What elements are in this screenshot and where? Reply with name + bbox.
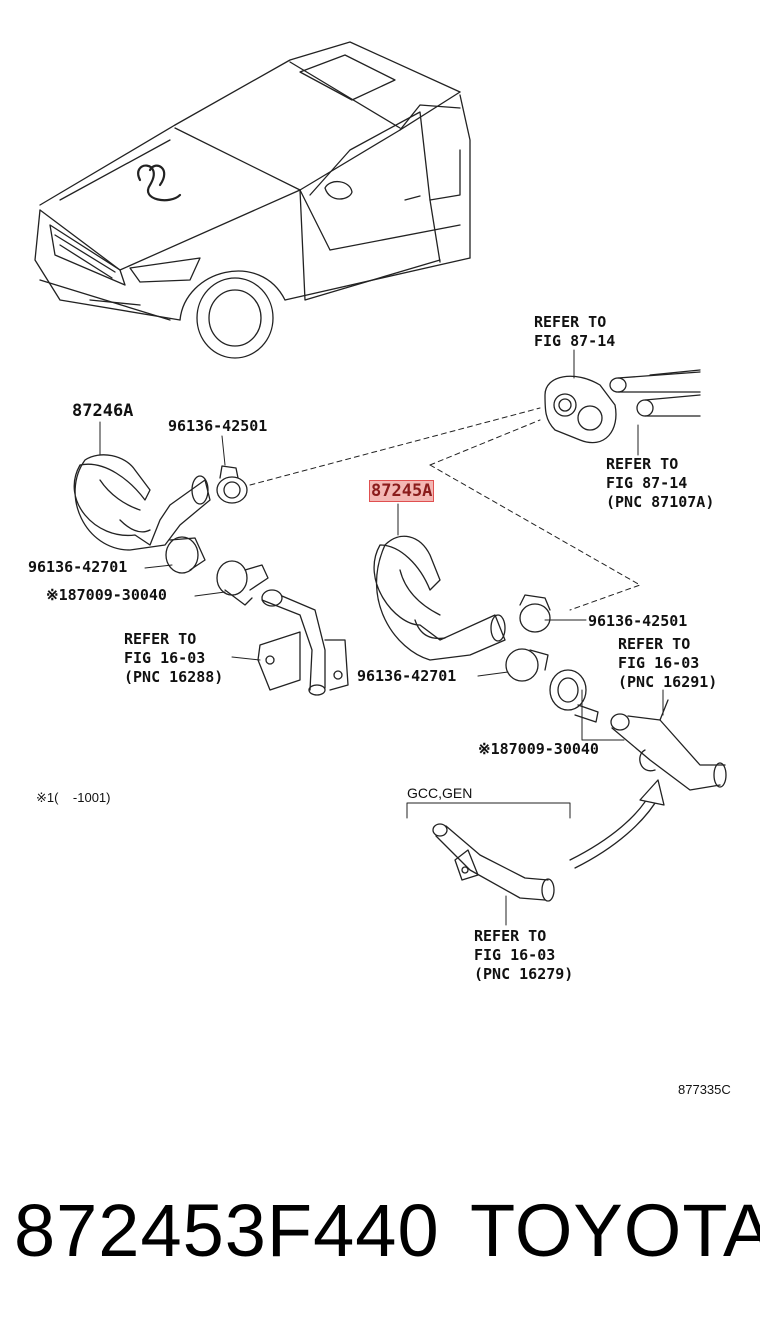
label-87009-30040-right[interactable]: ※187009-30040 xyxy=(478,740,599,758)
label-refer-16291-line1: REFER TO xyxy=(618,635,691,653)
footer-part-number: 872453F440 xyxy=(14,1189,440,1272)
highlight-87245a[interactable]: 87245A xyxy=(369,480,435,502)
parts-diagram xyxy=(34,41,727,926)
hose-87246a xyxy=(73,454,211,551)
label-87246a[interactable]: 87246A xyxy=(72,401,134,421)
label-96136-42701-left[interactable]: 96136-42701 xyxy=(28,558,128,576)
label-refer-16291-line2[interactable]: FIG 16-03 xyxy=(618,654,700,672)
footnote-label: ※1( -1001) xyxy=(36,790,111,805)
clamp-96136-42501-right xyxy=(519,594,551,633)
label-refer-16279-line3: (PNC 16279) xyxy=(474,965,574,983)
grommet-87-14 xyxy=(544,375,617,444)
label-96136-42501-right[interactable]: 96136-42501 xyxy=(588,612,688,630)
routing-lines xyxy=(249,407,641,611)
label-refer-87107a-line3: (PNC 87107A) xyxy=(606,493,715,511)
pipe-16288 xyxy=(257,589,349,696)
leader-lines xyxy=(99,349,664,926)
label-refer-16279-line1: REFER TO xyxy=(474,927,547,945)
label-87245a-highlighted[interactable]: 87245A xyxy=(369,480,435,502)
figure-code: 877335C xyxy=(678,1082,731,1097)
alternate-arrow xyxy=(569,779,665,869)
pipe-16279 xyxy=(432,823,555,902)
pipe-16291 xyxy=(610,699,727,791)
clamp-96136-42701-left xyxy=(165,536,206,574)
clamp-96136-42501-left xyxy=(216,465,248,504)
label-refer-16288-line2[interactable]: FIG 16-03 xyxy=(124,649,206,667)
variant-bracket xyxy=(406,802,571,819)
label-refer-16279-line2[interactable]: FIG 16-03 xyxy=(474,946,556,964)
clamp-96136-42701-right xyxy=(505,648,549,682)
heater-pipes-87107a xyxy=(609,369,701,417)
variant-label: GCC,GEN xyxy=(407,785,473,801)
clip-87009-30040-right xyxy=(549,669,599,723)
label-refer-87-14-top-line2[interactable]: FIG 87-14 xyxy=(534,332,616,350)
label-96136-42501-left[interactable]: 96136-42501 xyxy=(168,417,268,435)
label-87009-30040-left[interactable]: ※187009-30040 xyxy=(46,586,167,604)
footer-brand: TOYOTA xyxy=(470,1189,760,1272)
car-illustration xyxy=(34,41,471,359)
label-refer-87107a-line1: REFER TO xyxy=(606,455,679,473)
label-refer-16288-line3: (PNC 16288) xyxy=(124,668,224,686)
label-refer-87-14-top-line1: REFER TO xyxy=(534,313,607,331)
label-refer-87107a-line2[interactable]: FIG 87-14 xyxy=(606,474,688,492)
label-96136-42701-right[interactable]: 96136-42701 xyxy=(357,667,457,685)
hose-87245a xyxy=(373,535,506,661)
clip-87009-30040-left xyxy=(216,560,269,606)
label-refer-16291-line3: (PNC 16291) xyxy=(618,673,718,691)
label-refer-16288-line1: REFER TO xyxy=(124,630,197,648)
